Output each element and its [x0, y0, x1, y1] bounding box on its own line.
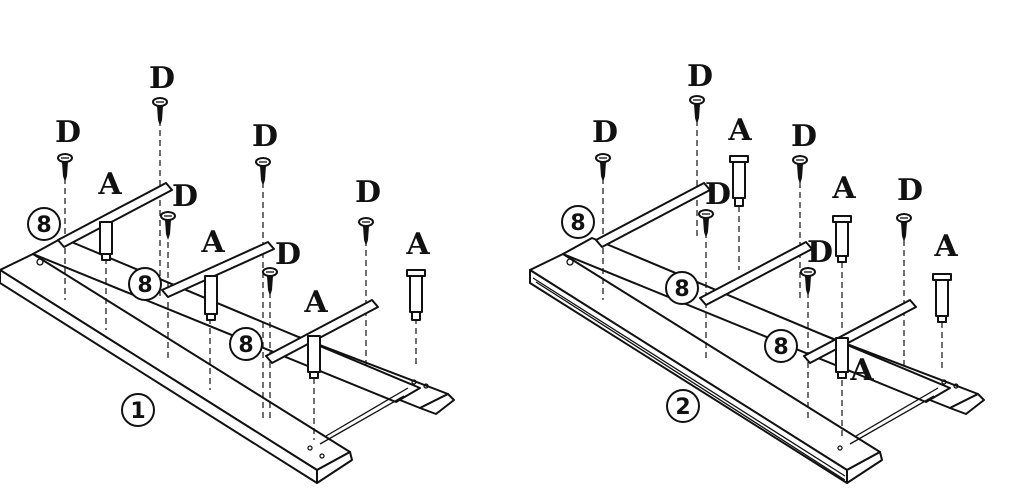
- screw-label-2f: D: [807, 235, 833, 270]
- screw-label-1c: D: [252, 119, 278, 154]
- bracket-label-2b: A: [831, 171, 856, 206]
- screw-icon-1-3: [255, 157, 271, 186]
- screw-label-2e: D: [897, 173, 923, 208]
- screw-icon-2-6: [800, 267, 816, 296]
- qty-label-1a: 8: [36, 213, 51, 238]
- screw-label-1b: D: [55, 115, 81, 150]
- screw-icon-1-2: [57, 153, 73, 182]
- screw-icon-2-1: [689, 95, 705, 124]
- screw-icon-2-2: [595, 153, 611, 182]
- figure-2: [529, 95, 985, 484]
- screw-icon-2-3: [792, 155, 808, 184]
- bracket-label-1c: A: [303, 285, 328, 320]
- bracket-label-2d: A: [849, 353, 874, 388]
- bracket-bar-2a: [595, 182, 711, 248]
- screw-icon-2-5: [896, 213, 912, 242]
- screw-label-1e: D: [355, 175, 381, 210]
- qty-label-1c: 8: [238, 333, 253, 358]
- screw-label-2b: D: [592, 115, 618, 150]
- figure-1: [0, 97, 455, 484]
- screw-label-1d: D: [172, 179, 198, 214]
- brackets-2: [595, 155, 952, 379]
- bracket-1c: [265, 299, 379, 379]
- screw-label-2a: D: [687, 59, 713, 94]
- qty-label-2a: 8: [570, 211, 585, 236]
- bracket-2c: [932, 273, 952, 323]
- bracket-label-1a: A: [97, 167, 122, 202]
- bracket-1b: [161, 241, 275, 321]
- screw-icon-1-1: [152, 97, 168, 126]
- step-number-2: 2: [675, 395, 690, 420]
- screw-icon-1-6: [262, 267, 278, 296]
- screw-icon-2-4: [698, 209, 714, 238]
- bracket-1a: [57, 182, 173, 261]
- screws-2: [595, 95, 912, 296]
- screw-label-2c: D: [791, 119, 817, 154]
- qty-label-1b: 8: [137, 273, 152, 298]
- bracket-1d: [406, 269, 426, 321]
- bracket-label-1d: A: [405, 227, 430, 262]
- labels: 1 8 8 8 D D D D D D A A A A 2 8 8 8 D D …: [27, 59, 958, 427]
- screw-label-1a: D: [149, 61, 175, 96]
- brackets-1: [57, 182, 426, 379]
- bracket-bar-2b: [699, 241, 813, 306]
- qty-label-2b: 8: [674, 277, 689, 302]
- bracket-2b: [832, 215, 852, 263]
- bracket-bar-2c: [803, 299, 917, 364]
- bracket-label-2a: A: [727, 113, 752, 148]
- screw-label-1f: D: [275, 237, 301, 272]
- bracket-2d: [835, 337, 849, 379]
- bracket-label-2c: A: [933, 229, 958, 264]
- screws-1: [57, 97, 374, 296]
- bracket-2a: [729, 155, 749, 207]
- step-number-1: 1: [130, 399, 145, 424]
- bracket-label-1b: A: [200, 225, 225, 260]
- screw-icon-1-5: [358, 217, 374, 246]
- qty-label-2c: 8: [773, 335, 788, 360]
- screw-label-2d: D: [705, 177, 731, 212]
- screw-icon-1-4: [160, 211, 176, 240]
